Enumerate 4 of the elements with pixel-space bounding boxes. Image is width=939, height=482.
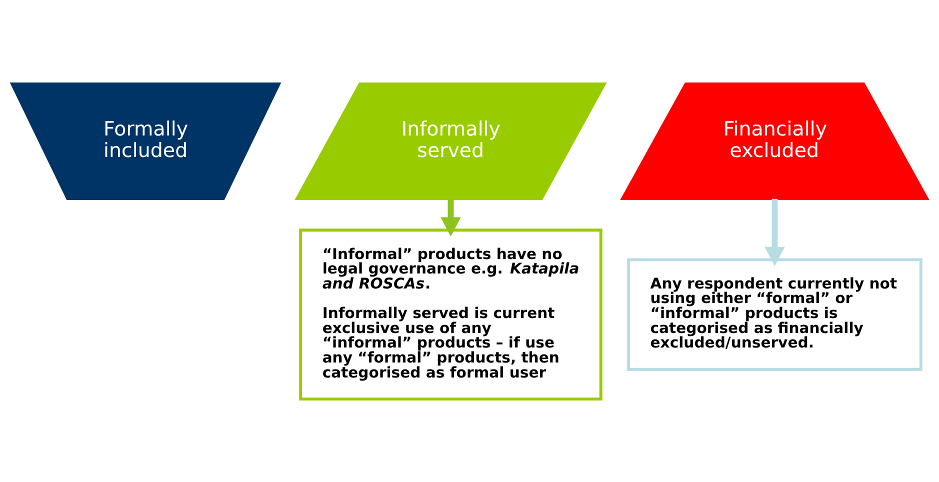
node-box: “Informal” products have no legal governance e.g. Katapila and ROSCAs. Informally served is current exclusive use of any “informal” products – if use any “formal” products, then categorised as formal user bbox=[299, 228, 602, 400]
arrow bbox=[440, 198, 461, 236]
node-box: Any respondent currently not using either “formal” or “informal” products is categorised as financially excluded/unserved. bbox=[627, 258, 922, 370]
arrow bbox=[764, 198, 785, 266]
